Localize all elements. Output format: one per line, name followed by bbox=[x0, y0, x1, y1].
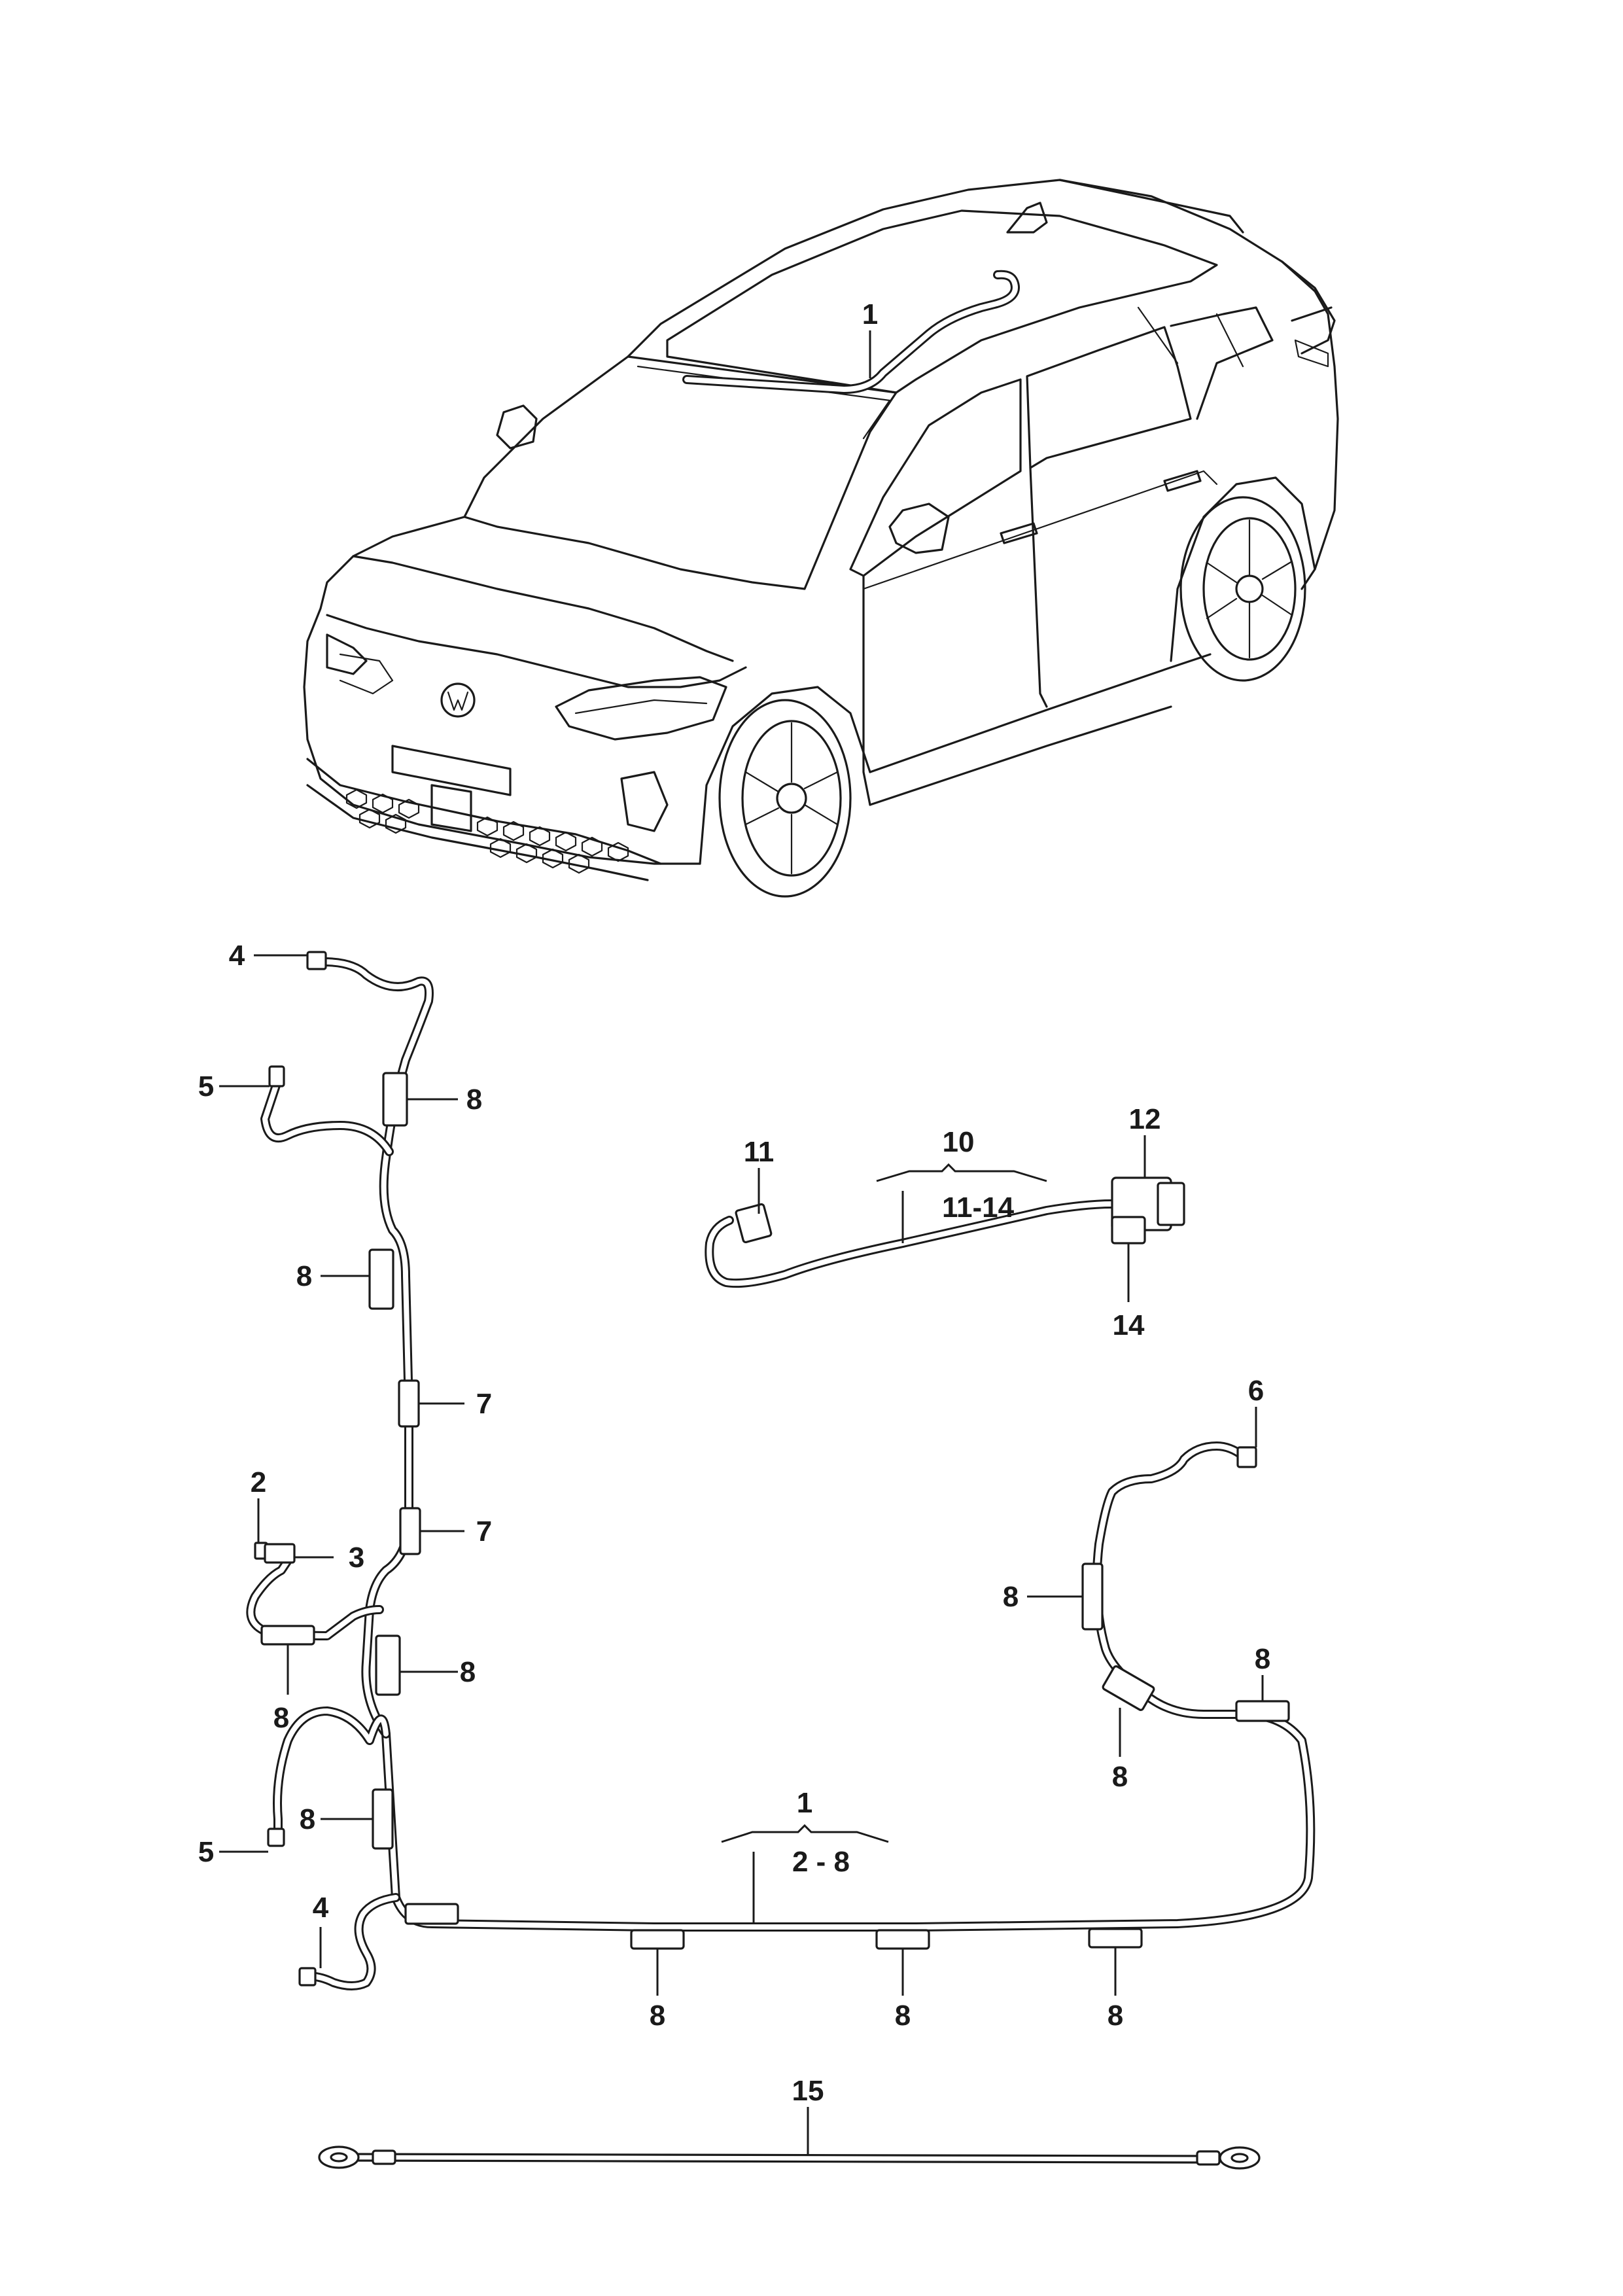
callout-15: 15 bbox=[792, 2075, 824, 2107]
callout-2: 2 bbox=[251, 1466, 266, 1498]
callout-12: 12 bbox=[1129, 1103, 1161, 1135]
leader-lines bbox=[219, 330, 1264, 2156]
callout-8-a: 8 bbox=[466, 1084, 482, 1116]
callout-4-top: 4 bbox=[229, 940, 245, 972]
callout-10: 10 bbox=[943, 1126, 975, 1158]
ground-strap-15 bbox=[318, 2146, 1261, 2170]
callout-8-e: 8 bbox=[300, 1803, 315, 1835]
callout-4-bottom: 4 bbox=[313, 1892, 329, 1924]
callout-8-k: 8 bbox=[1112, 1761, 1128, 1793]
callout-8-c: 8 bbox=[460, 1656, 476, 1688]
callout-labels: 1 4 5 8 8 7 2 7 3 8 8 8 5 4 1 2 - 8 8 8 … bbox=[198, 298, 1270, 2107]
callout-6: 6 bbox=[1248, 1375, 1264, 1407]
callout-8-d: 8 bbox=[273, 1702, 289, 1734]
callout-8-f: 8 bbox=[650, 2000, 665, 2032]
callout-8-j: 8 bbox=[1255, 1643, 1270, 1675]
callout-11: 11 bbox=[744, 1136, 775, 1168]
harness-10 bbox=[705, 1176, 1185, 1288]
callout-14: 14 bbox=[1113, 1309, 1145, 1341]
harness-main bbox=[246, 951, 1316, 1990]
callout-8-b: 8 bbox=[296, 1260, 312, 1292]
callout-5-bottom: 5 bbox=[198, 1836, 214, 1868]
callout-7-a: 7 bbox=[476, 1388, 492, 1420]
callout-3: 3 bbox=[349, 1542, 364, 1574]
callout-1-car: 1 bbox=[862, 298, 878, 330]
vehicle-illustration bbox=[303, 179, 1339, 898]
callout-7-b: 7 bbox=[476, 1515, 492, 1547]
callout-range-2-8: 2 - 8 bbox=[792, 1846, 850, 1878]
callout-1-harness: 1 bbox=[797, 1787, 812, 1819]
callout-8-i: 8 bbox=[1003, 1581, 1019, 1613]
callout-5-top: 5 bbox=[198, 1070, 214, 1103]
callout-8-h: 8 bbox=[1108, 2000, 1123, 2032]
callout-8-g: 8 bbox=[895, 2000, 911, 2032]
callout-range-11-14: 11-14 bbox=[942, 1192, 1015, 1224]
